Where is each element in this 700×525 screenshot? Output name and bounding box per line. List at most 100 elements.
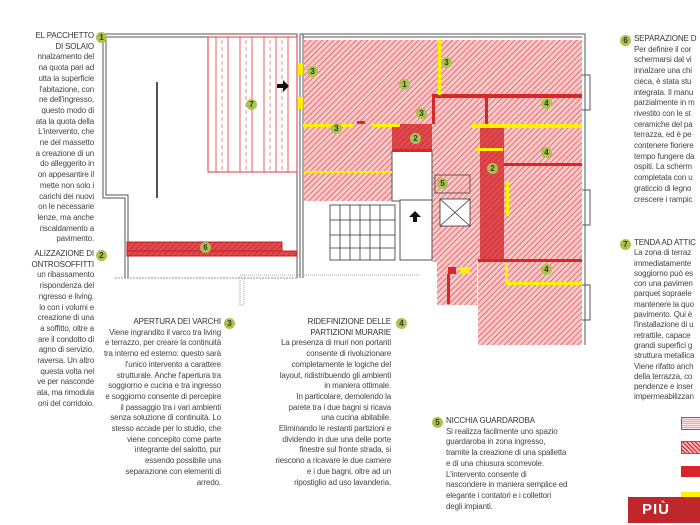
body-line: il passaggio tra i vari ambienti <box>120 402 221 412</box>
body-line: in maniera ottimale. <box>324 381 391 391</box>
body-line: on le necessarie <box>38 202 94 212</box>
body-line: retrattile, capace <box>634 330 691 340</box>
body-line: graticcio di legno <box>634 183 692 193</box>
plan-badge-7: 7 <box>246 99 257 110</box>
body-line: l'installazione di u <box>634 320 694 330</box>
body-line: ata, ma rimodula <box>36 388 94 398</box>
section-badge-3: 3 <box>224 318 235 329</box>
body-line: mette non solo i <box>39 180 94 190</box>
body-line: completamente le logiche del <box>291 359 392 369</box>
body-line: integrante del salotto, pur <box>134 445 221 455</box>
body-line: l'unico intervento a carattere <box>125 359 221 369</box>
body-line: a soffitto, oltre a <box>40 323 94 333</box>
body-line: elegante i contatori e i collettori <box>446 490 552 500</box>
body-line: Viene rifatto anch <box>634 361 694 371</box>
body-line: arredo. <box>196 477 221 487</box>
body-line: parquet sopraele <box>634 289 692 299</box>
body-line: ngresso e living. <box>38 291 94 301</box>
body-line: l'abitazione, con <box>39 84 94 94</box>
body-line: ne dell'ingresso, <box>38 95 94 105</box>
body-line: In particolare, demolendo la <box>296 391 391 401</box>
body-line: e i due bagni, oltre ad un <box>306 466 391 476</box>
body-line: L'intervento, che <box>38 127 94 137</box>
section-badge-2: 2 <box>96 250 107 261</box>
body-line: questa volta nel <box>40 366 94 376</box>
body-line: lo con i volumi e <box>39 302 94 312</box>
plan-badge-5: 5 <box>437 178 448 189</box>
body-line: ripostiglio ad uso lavanderia. <box>294 477 391 487</box>
plan-badge-3: 3 <box>331 123 342 134</box>
legend-swatch-hatch <box>681 441 700 454</box>
body-line: dividendo in due una delle porte <box>282 434 391 444</box>
body-line: La zona di terraz <box>634 248 692 258</box>
plan-badge-1: 1 <box>399 79 410 90</box>
body-line: guardaroba in zona ingresso, <box>446 437 546 447</box>
body-line: con una pavimen <box>634 279 693 289</box>
body-line: e terrazzo, per creare la continuità <box>105 338 221 348</box>
body-line: are il condotto di <box>37 334 94 344</box>
body-line: soggiorno può es <box>634 268 693 278</box>
body-line: soggiorno e cucina e tra ingresso <box>108 381 221 391</box>
legend-swatch-red <box>681 466 700 477</box>
body-line: impermeabilizzan <box>634 392 694 402</box>
body-line: crescere i rampic <box>634 194 693 204</box>
body-line: Per definire il cor <box>634 44 692 54</box>
body-line: immediatamente <box>634 258 692 268</box>
body-line: Eliminando le restanti partizioni e <box>278 424 391 434</box>
body-line: creazione di una <box>37 313 94 323</box>
section-badge-5: 5 <box>432 417 443 428</box>
body-line: e soggiorno consente di percepire <box>105 391 221 401</box>
more-button[interactable]: PIÙ <box>628 497 700 523</box>
body-line: consente di rivoluzionare <box>306 349 391 359</box>
body-line: ne del massetto <box>39 138 94 148</box>
body-line: ospiti. La scherm <box>634 162 692 172</box>
body-line: pavimento. <box>56 234 94 244</box>
body-line: agno di servizio, <box>38 345 94 355</box>
plan-badge-4: 4 <box>541 147 552 158</box>
body-line: on appesantire il <box>37 170 94 180</box>
body-line: Si realizza facilmente uno spazio <box>446 426 558 436</box>
body-line: nnalzamento del <box>37 52 95 62</box>
body-line: essendo possibile una <box>144 456 221 466</box>
body-line: innalzare una chi <box>634 66 692 76</box>
body-line: riscaldamento a <box>39 223 94 233</box>
body-line: e di una chiusura scorrevole. <box>446 458 544 468</box>
body-line: raversa. Un altro <box>37 356 94 366</box>
entrance-arrow-icon <box>409 211 421 222</box>
plan-badge-3: 3 <box>441 57 452 68</box>
body-line: nascondere in maniera semplice ed <box>446 480 568 490</box>
body-line: oni del corridoio. <box>38 398 94 408</box>
section-badge-1: 1 <box>96 32 107 43</box>
body-line: pendenze e inser <box>634 382 693 392</box>
body-line: tramite la creazione di una spalletta <box>446 448 567 458</box>
body-line: Viene ingrandito il varco tra living <box>109 327 221 337</box>
body-line: completata con u <box>634 173 693 183</box>
section-2: ALIZZAZIONE DI ONTROSOFFITTI un ribassam… <box>31 249 95 409</box>
section-3: APERTURA DEI VARCHI Viene ingrandito il … <box>103 317 221 489</box>
arrow-icon <box>277 80 289 92</box>
body-line: cieca, è stata stu <box>634 76 692 86</box>
body-line: struttura metallica <box>634 351 695 361</box>
section-5: NICCHIA GUARDAROBA Si realizza facilment… <box>446 416 568 513</box>
legend-swatch-light-hatch <box>681 417 700 430</box>
body-line: do alleggerito in <box>40 159 94 169</box>
body-line: tra interno ed esterno: questo sarà <box>103 349 221 359</box>
body-line: questo modo di <box>41 105 94 115</box>
body-line: layout, ridistribuendo gli ambienti <box>279 370 391 380</box>
body-line: rispondenza del <box>39 281 94 291</box>
body-line: una cucina abitabile. <box>321 413 391 423</box>
body-line: grandi superfici g <box>634 340 693 350</box>
body-line: viene concepito come parte <box>127 434 221 444</box>
body-line: strutturale. Anche l'apertura tra <box>116 370 221 380</box>
plan-badge-2: 2 <box>487 163 498 174</box>
body-line: stesso accade per lo studio, che <box>111 424 222 434</box>
body-line: L'intervento consente di <box>446 469 527 479</box>
